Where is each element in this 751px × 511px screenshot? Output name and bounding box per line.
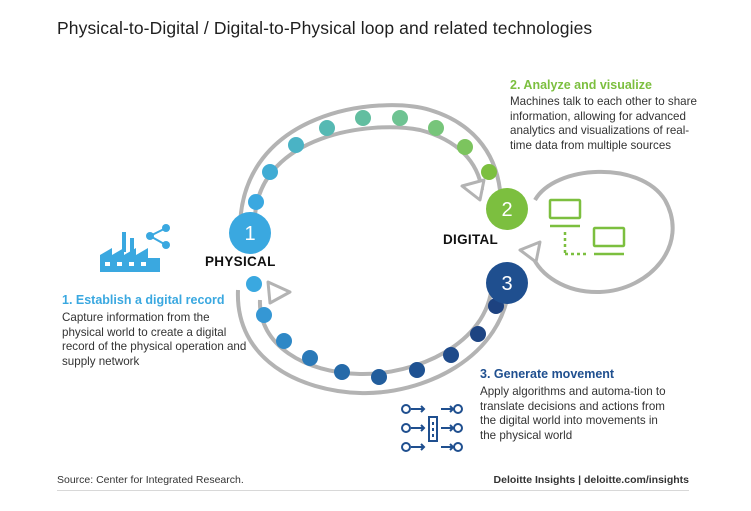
step-1-circle	[229, 212, 271, 254]
bottom-dots	[246, 276, 504, 385]
dot	[334, 364, 350, 380]
networked-computers-icon	[548, 198, 626, 256]
arrow-to-digital	[460, 178, 486, 202]
physical-label: PHYSICAL	[205, 254, 276, 269]
step-2-body: Machines talk to each other to share inf…	[510, 95, 697, 152]
step-3-circle	[486, 262, 528, 304]
dot	[246, 276, 262, 292]
digital-loop	[530, 169, 675, 295]
arrow-digital-loop	[518, 240, 542, 264]
dot	[392, 110, 408, 126]
digital-label: DIGITAL	[443, 232, 499, 247]
dot	[248, 194, 264, 210]
step-3-number: 3	[501, 273, 512, 295]
step-1-body: Capture information from the physical wo…	[62, 311, 247, 368]
dot	[428, 120, 444, 136]
actuator-flow-icon	[401, 404, 463, 452]
source-note: Source: Center for Integrated Research.	[57, 474, 244, 486]
loop-ring	[235, 103, 512, 396]
dot	[262, 164, 278, 180]
factory-share-icon	[100, 224, 170, 272]
dot	[319, 120, 335, 136]
arrow-to-physical	[266, 280, 292, 305]
dot	[443, 347, 459, 363]
dot	[409, 362, 425, 378]
dot	[481, 164, 497, 180]
dot	[371, 369, 387, 385]
dot	[302, 350, 318, 366]
step-3-heading: 3. Generate movement	[480, 367, 615, 381]
dot	[288, 137, 304, 153]
page-title: Physical-to-Digital / Digital-to-Physica…	[57, 18, 593, 38]
step-1-number: 1	[244, 223, 255, 245]
step-1-heading: 1. Establish a digital record	[62, 293, 225, 307]
brand-link[interactable]: Deloitte Insights | deloitte.com/insight…	[493, 474, 689, 486]
dot	[256, 307, 272, 323]
step-2-heading: 2. Analyze and visualize	[510, 78, 652, 92]
step-2-circle	[486, 188, 528, 230]
top-dots	[248, 110, 497, 210]
dot	[457, 139, 473, 155]
dot	[355, 110, 371, 126]
footer-divider	[57, 490, 689, 491]
step-3-body: Apply algorithms and automa-tion to tran…	[480, 385, 666, 442]
dot	[470, 326, 486, 342]
dot	[276, 333, 292, 349]
step-2-number: 2	[501, 199, 512, 221]
